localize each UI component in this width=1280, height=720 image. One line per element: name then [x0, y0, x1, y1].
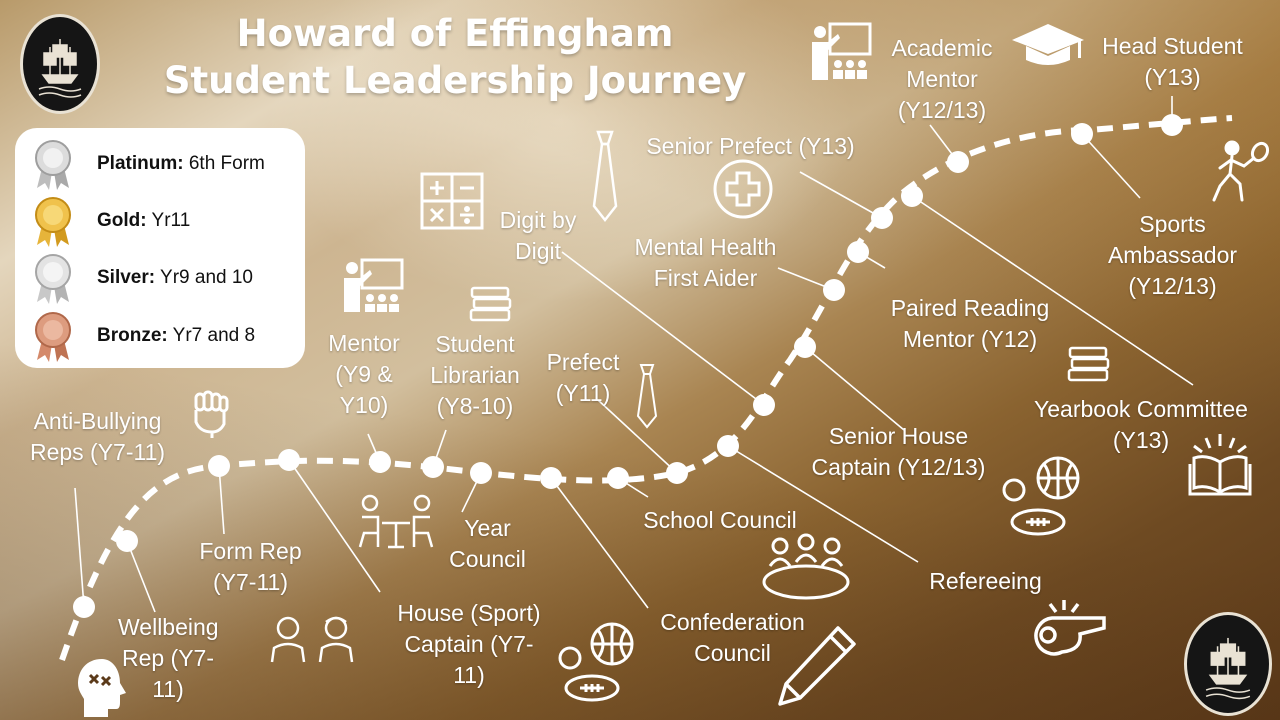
- milestone-dot: [871, 207, 893, 229]
- legend-desc-bronze: Yr7 and 8: [172, 325, 256, 346]
- ship-icon: [1205, 637, 1251, 700]
- milestone-dot: [847, 241, 869, 263]
- role-anti-bullying-reps: Anti-Bullying Reps (Y7-11): [29, 408, 166, 465]
- milestone-dot: [753, 394, 775, 416]
- role-paired-reading-mentor: Paired Reading Mentor (Y12): [890, 295, 1050, 352]
- connector-house-sport: [288, 459, 381, 593]
- connector-digit: [561, 251, 765, 406]
- milestone-dot: [278, 449, 300, 471]
- legend-desc-silver: Yr9 and 10: [160, 267, 253, 288]
- desk-meeting-icon: [358, 494, 434, 549]
- milestone-dot: [369, 451, 391, 473]
- role-form-rep: Form Rep (Y7-11): [199, 538, 302, 595]
- teacher-board-icon-2: [812, 22, 872, 80]
- connector-confederation: [550, 477, 649, 609]
- role-prefect: Prefect (Y11): [546, 349, 620, 406]
- legend-tier-bronze: Bronze:: [97, 325, 168, 346]
- page-title: Howard of Effingham Student Leadership J…: [140, 10, 770, 104]
- gold-medal-icon: [35, 197, 71, 247]
- legend-item-platinum: Platinum: 6th Form: [25, 136, 303, 190]
- title-line-2: Student Leadership Journey: [163, 59, 747, 102]
- first-aid-icon: [713, 159, 773, 219]
- sports-balls-icon: [558, 622, 634, 702]
- milestone-dot: [116, 530, 138, 552]
- legend-desc-platinum: 6th Form: [188, 153, 265, 174]
- role-confederation-council: Confederation Council: [660, 609, 805, 666]
- role-year-council: Year Council: [449, 515, 526, 572]
- legend-tier-silver: Silver:: [97, 267, 156, 288]
- ship-icon: [38, 39, 82, 98]
- open-book-icon: [1188, 434, 1252, 496]
- legend-tier-platinum: Platinum:: [97, 153, 184, 174]
- school-crest-logo-bottom: [1184, 612, 1272, 716]
- role-house-sport-captain: House (Sport) Captain (Y7- 11): [397, 600, 541, 688]
- connector-anti-bullying: [74, 487, 85, 608]
- connector-sports-ambassador: [1081, 133, 1141, 199]
- books-stack-icon: [1067, 346, 1110, 382]
- milestone-dot: [540, 467, 562, 489]
- connector-wellbeing: [126, 540, 156, 613]
- connector-form-rep: [218, 465, 225, 535]
- connector-senior-house: [804, 346, 905, 431]
- graduation-cap-icon: [1012, 24, 1084, 65]
- platinum-medal-icon: [35, 140, 71, 190]
- whistle-icon: [1034, 600, 1106, 656]
- milestone-dot: [717, 435, 739, 457]
- meeting-table-icon: [762, 533, 850, 600]
- milestone-dot: [901, 185, 923, 207]
- teacher-board-icon: [344, 258, 404, 312]
- milestone-dot: [794, 336, 816, 358]
- role-head-student: Head Student (Y13): [1102, 33, 1243, 90]
- students-icon: [270, 616, 354, 663]
- role-student-librarian: Student Librarian (Y8-10): [430, 331, 520, 419]
- legend-item-bronze: Bronze: Yr7 and 8: [25, 308, 303, 362]
- role-mentor: Mentor (Y9 & Y10): [328, 330, 400, 418]
- role-digit-by-digit: Digit by Digit: [499, 207, 577, 264]
- milestone-dot: [470, 462, 492, 484]
- role-senior-prefect: Senior Prefect (Y13): [646, 133, 855, 159]
- milestone-dot: [1071, 123, 1093, 145]
- silver-medal-icon: [35, 254, 71, 304]
- milestone-dot: [823, 279, 845, 301]
- role-academic-mentor: Academic Mentor (Y12/13): [891, 35, 993, 123]
- connector-yearbook: [911, 195, 1194, 386]
- calculator-icon: [420, 172, 484, 230]
- legend-item-silver: Silver: Yr9 and 10: [25, 250, 303, 304]
- milestone-dot: [666, 462, 688, 484]
- role-senior-house-captain: Senior House Captain (Y12/13): [811, 423, 986, 480]
- legend-box: Platinum: 6th Form Gold: Yr11 Silver: Yr…: [15, 128, 305, 368]
- milestone-dot: [73, 596, 95, 618]
- legend-tier-gold: Gold:: [97, 210, 147, 231]
- bronze-medal-icon: [35, 312, 71, 362]
- mental-health-head-icon: [78, 659, 126, 717]
- raised-fist-icon: [194, 390, 229, 438]
- connector-prefect: [597, 399, 678, 474]
- legend-desc-gold: Yr11: [151, 210, 191, 231]
- pencil-icon: [778, 626, 856, 706]
- role-sports-ambassador: Sports Ambassador (Y12/13): [1107, 211, 1238, 299]
- connector-refereeing: [727, 445, 919, 563]
- tie-icon: [592, 130, 618, 223]
- legend-item-gold: Gold: Yr11: [25, 193, 303, 247]
- title-line-1: Howard of Effingham: [236, 12, 674, 55]
- milestone-dot: [208, 455, 230, 477]
- role-school-council: School Council: [643, 507, 797, 533]
- milestone-dot: [422, 456, 444, 478]
- sports-balls-icon-2: [1002, 456, 1080, 536]
- milestone-dot: [947, 151, 969, 173]
- milestone-dot: [607, 467, 629, 489]
- role-wellbeing-rep: Wellbeing Rep (Y7- 11): [118, 614, 219, 702]
- books-stack-icon-2: [469, 286, 512, 322]
- role-mental-health-first-aider: Mental Health First Aider: [634, 234, 777, 291]
- role-yearbook-committee: Yearbook Committee (Y13): [1034, 396, 1248, 453]
- milestone-dot: [1161, 114, 1183, 136]
- connector-senior-prefect: [799, 171, 883, 219]
- tie-icon-2: [636, 364, 658, 429]
- role-refereeing: Refereeing: [929, 568, 1042, 594]
- milestone-dots: [73, 114, 1183, 618]
- tennis-player-icon: [1212, 140, 1270, 202]
- school-crest-logo: [20, 14, 100, 114]
